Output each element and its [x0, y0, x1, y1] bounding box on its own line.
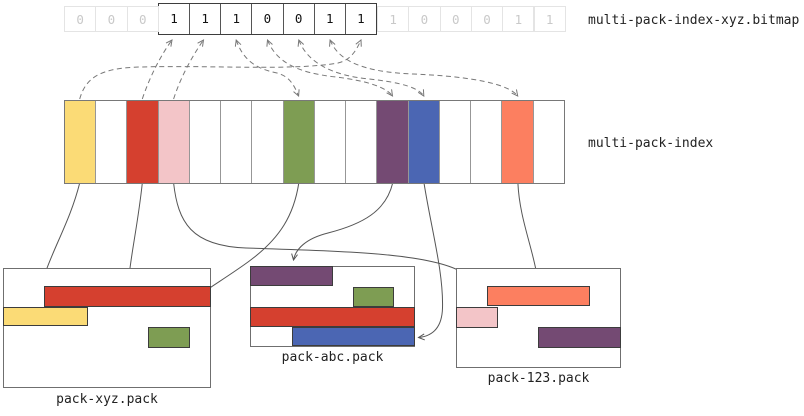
- bitmap-cell-3: 1: [170, 11, 178, 26]
- pack-1-object-green: [353, 287, 394, 307]
- pack-0-object-green: [148, 327, 190, 348]
- midx-cell-10-purple: [376, 101, 408, 183]
- link-dashed-bit-6-to-midx-green: [234, 38, 300, 98]
- midx-cell-4: [188, 101, 220, 183]
- bitmap-cell-1: 0: [95, 6, 128, 32]
- bitmap-cell-9: 1: [344, 4, 376, 34]
- bitmap-cell-15: 1: [533, 6, 566, 32]
- bitmap-cell-7: 0: [282, 4, 314, 34]
- bitmap-cell-4: 1: [189, 4, 220, 34]
- pack-0-object-red: [44, 286, 211, 307]
- pack-2-object-orange: [487, 286, 590, 306]
- midx-cell-3-pink: [157, 101, 189, 183]
- bitmap-cell-6: 0: [251, 4, 282, 34]
- midx-cell-13: [470, 101, 501, 183]
- link-dashed-bit-8-to-midx-blue: [297, 38, 425, 97]
- midx-cell-8: [313, 101, 345, 183]
- bitmap-label: multi-pack-index-xyz.bitmap: [588, 13, 800, 28]
- pack-label-1: pack-abc.pack: [281, 350, 384, 365]
- link-dashed-bit-7-to-midx-purple: [266, 38, 394, 97]
- link-solid-midx-purple-to-pack-abc: [291, 182, 394, 262]
- bitmap-cell-13: 0: [470, 6, 504, 32]
- link-dashed-bit-9-to-midx-orange: [329, 38, 519, 97]
- link-solid-midx-blue-to-pack-abc: [417, 182, 444, 341]
- pack-label-2: pack-123.pack: [487, 371, 590, 386]
- bitmap-cell-8: 1: [313, 4, 345, 34]
- midx-cell-11-blue: [407, 101, 439, 183]
- midx-cell-9: [345, 101, 376, 183]
- midx-cell-0-yellow: [65, 101, 96, 183]
- pack-2-object-purple: [538, 327, 621, 348]
- bitmap-cell-14: 1: [502, 6, 535, 32]
- midx-cell-7-green: [282, 101, 314, 183]
- link-dashed-midx-pink-to-bit-5: [173, 39, 205, 100]
- pack-1-object-purple: [250, 266, 333, 286]
- multi-pack-index-row: [64, 100, 565, 184]
- link-dashed-midx-yellow-to-bit-10: [79, 38, 362, 100]
- midx-cell-14-orange: [501, 101, 533, 183]
- bitmap-cell-2: 0: [126, 6, 159, 32]
- midx-cell-1: [95, 101, 126, 183]
- bitmap-cell-0: 0: [64, 6, 97, 32]
- pack-0-object-yellow: [3, 307, 88, 326]
- pack-1-object-red: [250, 307, 415, 327]
- bitmap-cell-10: 1: [377, 6, 410, 32]
- midx-cell-12: [438, 101, 470, 183]
- bitmap-cell-5: 1: [220, 4, 251, 34]
- pack-2-object-pink: [456, 307, 498, 328]
- bitmap-cell-11: 0: [408, 6, 441, 32]
- midx-cell-6: [251, 101, 282, 183]
- pack-label-0: pack-xyz.pack: [56, 392, 158, 407]
- bitmap-cell-12: 0: [439, 6, 472, 32]
- midx-cell-5: [220, 101, 251, 183]
- link-dashed-midx-red-to-bit-4: [141, 39, 173, 100]
- midx-label: multi-pack-index: [588, 136, 714, 151]
- midx-cell-15: [532, 101, 564, 183]
- midx-cell-2-red: [126, 101, 158, 183]
- pack-1-object-blue: [292, 327, 415, 346]
